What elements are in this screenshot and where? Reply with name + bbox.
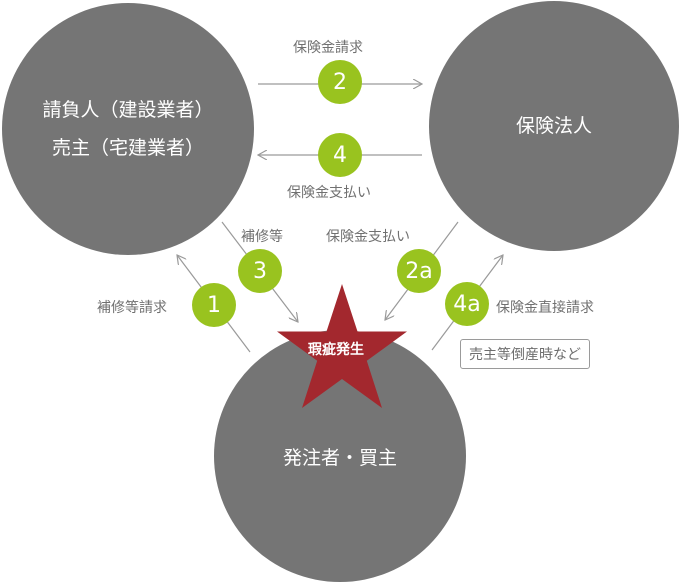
flow-4-badge: 4 xyxy=(318,133,362,177)
contractor-label-line2: 売主（宅建業者） xyxy=(51,137,204,159)
flow-2-label: 保険金請求 xyxy=(293,40,363,56)
flow-1-label: 補修等請求 xyxy=(97,300,167,316)
buyer-label: 発注者・買主 xyxy=(282,447,397,469)
flow-1-badge: 1 xyxy=(192,283,236,327)
flow-2-badge: 2 xyxy=(318,60,362,104)
bankruptcy-note: 売主等倒産時など xyxy=(460,339,590,369)
flow-3-badge: 3 xyxy=(238,249,282,293)
flow-2a-badge: 2a xyxy=(397,249,441,293)
flow-4a-badge: 4a xyxy=(445,282,489,326)
flow-2a-label: 保険金支払い xyxy=(326,229,410,245)
defect-label: 瑕疵発生 xyxy=(308,342,364,358)
contractor-label-line1: 請負人（建設業者） xyxy=(42,99,214,121)
contractor-node: 請負人（建設業者） 売主（宅建業者） xyxy=(2,3,254,255)
defect-star-icon xyxy=(277,284,407,408)
insurer-label: 保険法人 xyxy=(515,115,592,137)
flow-4a-label: 保険金直接請求 xyxy=(496,300,594,316)
insurer-node: 保険法人 xyxy=(429,1,679,251)
flow-4-label: 保険金支払い xyxy=(287,185,371,201)
flow-3-label: 補修等 xyxy=(241,229,283,245)
